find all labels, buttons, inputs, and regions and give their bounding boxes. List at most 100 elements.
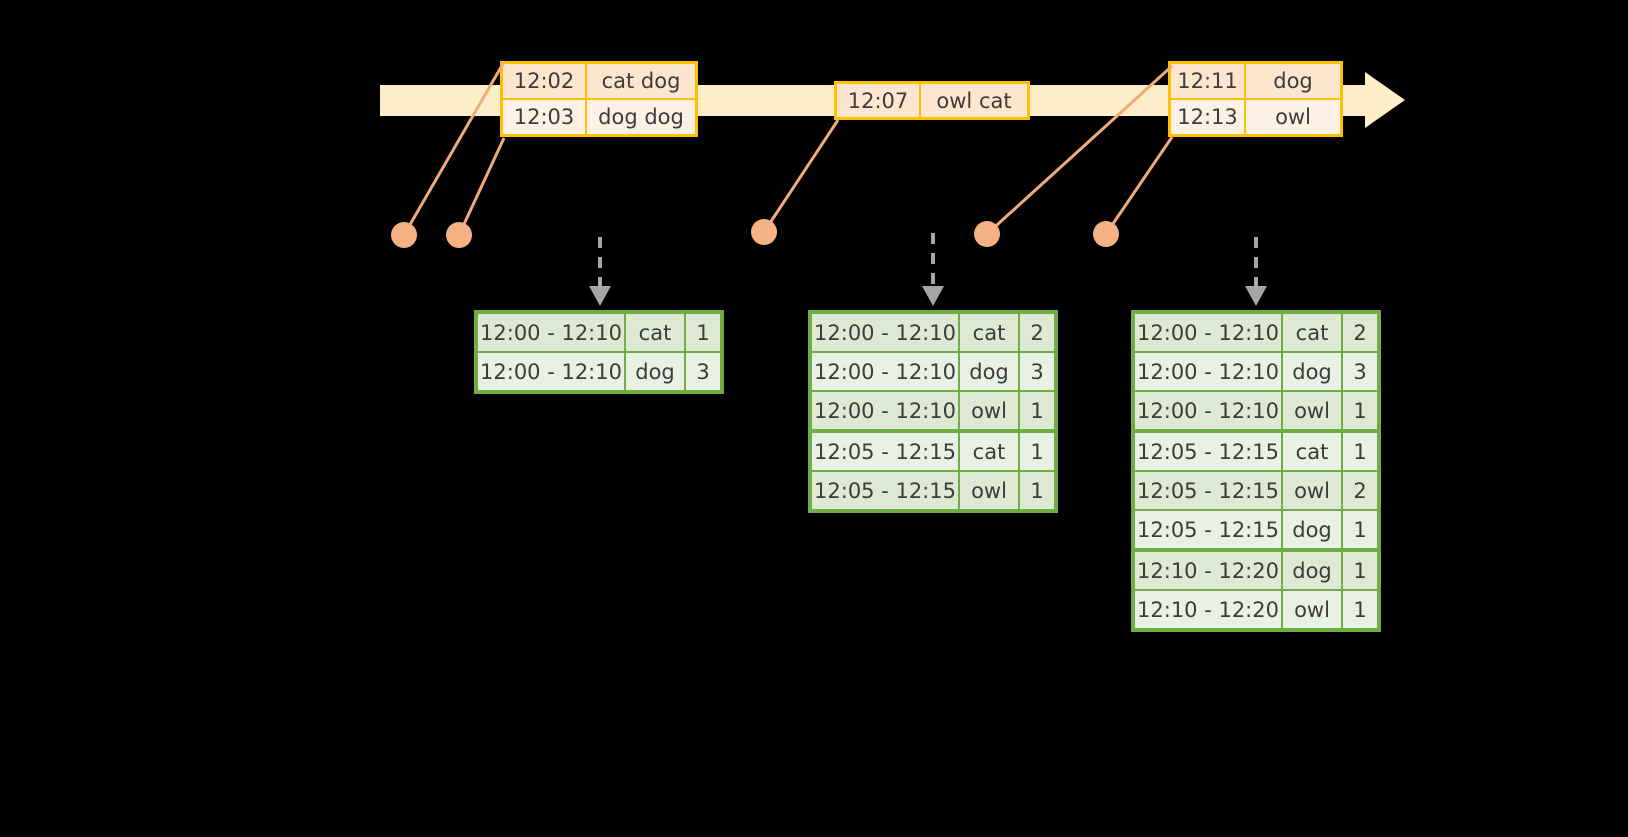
key-cell-text: dog bbox=[635, 359, 675, 384]
event-group-3[interactable]: 12:11 dog 12:13 owl bbox=[1168, 61, 1343, 137]
event-time: 12:03 bbox=[513, 105, 575, 129]
count-cell: 3 bbox=[686, 353, 720, 390]
count-cell-text: 1 bbox=[1353, 439, 1367, 464]
event-words: owl bbox=[1275, 105, 1311, 129]
flow-arrow-3 bbox=[1245, 237, 1267, 306]
flow-arrow-2 bbox=[922, 233, 944, 306]
connector-line bbox=[457, 137, 506, 236]
key-cell: cat bbox=[960, 433, 1020, 470]
key-cell: cat bbox=[1283, 314, 1343, 351]
event-dot[interactable] bbox=[391, 222, 417, 248]
count-cell-text: 2 bbox=[1353, 478, 1367, 503]
event-dot[interactable] bbox=[446, 222, 472, 248]
table-row[interactable]: 12:05 - 12:15 owl 1 bbox=[812, 470, 1054, 509]
table-row[interactable]: 12:00 - 12:10 owl 1 bbox=[1135, 390, 1377, 429]
table-row[interactable]: 12:00 - 12:10 cat 2 bbox=[812, 314, 1054, 351]
key-cell-text: owl bbox=[971, 478, 1007, 503]
event-row[interactable]: 12:13 owl bbox=[1171, 98, 1340, 134]
window-cell-text: 12:00 - 12:10 bbox=[814, 359, 956, 384]
event-time: 12:11 bbox=[1177, 69, 1238, 93]
count-cell: 1 bbox=[1020, 392, 1054, 429]
event-words: dog dog bbox=[598, 105, 684, 129]
key-cell-text: owl bbox=[1294, 478, 1330, 503]
key-cell: owl bbox=[960, 392, 1020, 429]
window-cell-text: 12:05 - 12:15 bbox=[1137, 517, 1279, 542]
flow-arrow-1 bbox=[589, 237, 611, 306]
key-cell-text: owl bbox=[1294, 398, 1330, 423]
event-time-cell: 12:13 bbox=[1171, 100, 1246, 134]
window-cell-text: 12:05 - 12:15 bbox=[1137, 478, 1279, 503]
event-row[interactable]: 12:07 owl cat bbox=[837, 84, 1027, 117]
table-row[interactable]: 12:10 - 12:20 owl 1 bbox=[1135, 589, 1377, 628]
key-cell-text: cat bbox=[972, 320, 1006, 345]
window-cell-text: 12:00 - 12:10 bbox=[1137, 398, 1279, 423]
event-group-2[interactable]: 12:07 owl cat bbox=[834, 81, 1030, 120]
event-words: dog bbox=[1273, 69, 1313, 93]
key-cell-text: owl bbox=[1294, 597, 1330, 622]
key-cell: owl bbox=[1283, 392, 1343, 429]
event-group-1[interactable]: 12:02 cat dog 12:03 dog dog bbox=[500, 61, 698, 137]
count-cell-text: 1 bbox=[1030, 398, 1044, 423]
key-cell: owl bbox=[1283, 591, 1343, 628]
window-cell: 12:05 - 12:15 bbox=[1135, 472, 1283, 509]
count-cell: 3 bbox=[1343, 353, 1377, 390]
window-cell-text: 12:00 - 12:10 bbox=[1137, 320, 1279, 345]
window-cell: 12:00 - 12:10 bbox=[478, 314, 626, 351]
window-cell-text: 12:00 - 12:10 bbox=[814, 398, 956, 423]
table-row[interactable]: 12:00 - 12:10 cat 2 bbox=[1135, 314, 1377, 351]
table-row[interactable]: 12:10 - 12:20 dog 1 bbox=[1135, 548, 1377, 589]
event-time-cell: 12:03 bbox=[503, 100, 587, 134]
key-cell: dog bbox=[1283, 511, 1343, 548]
window-cell: 12:00 - 12:10 bbox=[812, 314, 960, 351]
event-row[interactable]: 12:11 dog bbox=[1171, 64, 1340, 98]
count-cell: 2 bbox=[1343, 314, 1377, 351]
event-dot[interactable] bbox=[1093, 221, 1119, 247]
count-cell-text: 1 bbox=[1030, 478, 1044, 503]
window-cell-text: 12:10 - 12:20 bbox=[1137, 558, 1279, 583]
event-time: 12:07 bbox=[847, 88, 909, 113]
connector-line bbox=[1104, 136, 1174, 235]
key-cell-text: cat bbox=[1295, 320, 1329, 345]
window-cell-text: 12:00 - 12:10 bbox=[814, 320, 956, 345]
window-cell-text: 12:10 - 12:20 bbox=[1137, 597, 1279, 622]
count-cell: 1 bbox=[1343, 552, 1377, 589]
event-row[interactable]: 12:03 dog dog bbox=[503, 98, 695, 134]
key-cell-text: dog bbox=[1292, 517, 1332, 542]
count-cell-text: 2 bbox=[1030, 320, 1044, 345]
count-cell-text: 1 bbox=[1030, 439, 1044, 464]
event-words-cell: dog bbox=[1246, 64, 1340, 98]
count-cell: 2 bbox=[1343, 472, 1377, 509]
key-cell-text: dog bbox=[1292, 558, 1332, 583]
event-dot[interactable] bbox=[974, 221, 1000, 247]
count-cell-text: 3 bbox=[1030, 359, 1044, 384]
count-cell: 1 bbox=[1343, 591, 1377, 628]
window-cell: 12:00 - 12:10 bbox=[812, 353, 960, 390]
key-cell-text: cat bbox=[638, 320, 672, 345]
event-time: 12:13 bbox=[1177, 105, 1238, 129]
count-cell-text: 2 bbox=[1353, 320, 1367, 345]
table-row[interactable]: 12:05 - 12:15 owl 2 bbox=[1135, 470, 1377, 509]
window-cell-text: 12:05 - 12:15 bbox=[1137, 439, 1279, 464]
window-cell: 12:00 - 12:10 bbox=[1135, 314, 1283, 351]
key-cell: dog bbox=[960, 353, 1020, 390]
event-time-cell: 12:11 bbox=[1171, 64, 1246, 98]
window-cell: 12:00 - 12:10 bbox=[1135, 353, 1283, 390]
count-cell-text: 1 bbox=[1353, 398, 1367, 423]
window-cell: 12:05 - 12:15 bbox=[1135, 433, 1283, 470]
event-row[interactable]: 12:02 cat dog bbox=[503, 64, 695, 98]
event-dot[interactable] bbox=[751, 219, 777, 245]
timeline-arrowhead bbox=[1365, 72, 1405, 128]
window-cell-text: 12:05 - 12:15 bbox=[814, 478, 956, 503]
